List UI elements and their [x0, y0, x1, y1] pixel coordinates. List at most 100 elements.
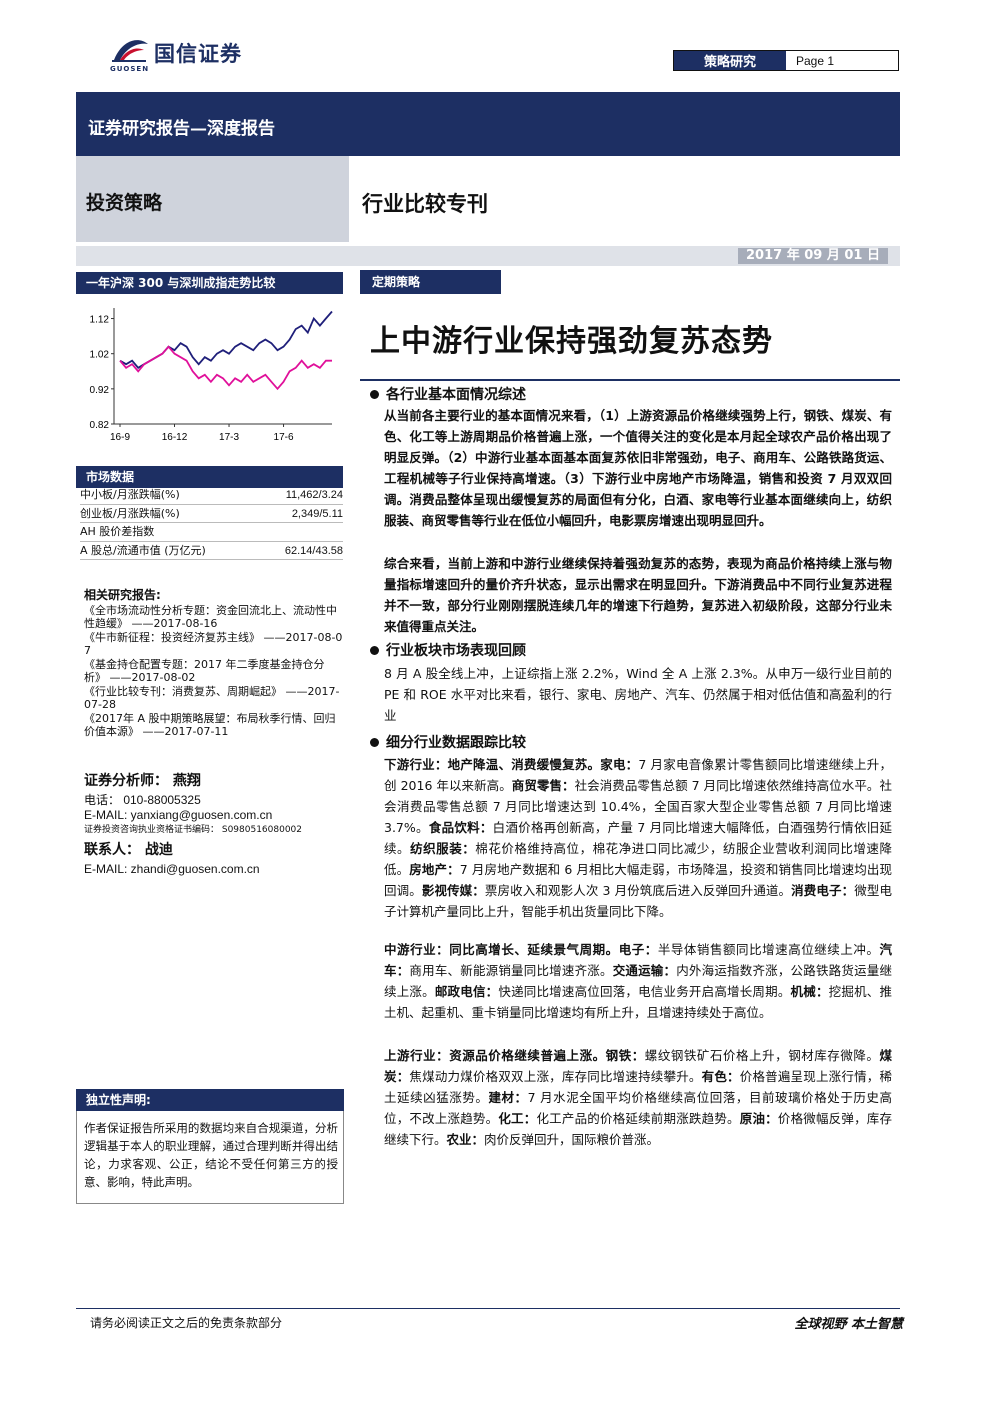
industry-key: 农业：: [446, 1132, 485, 1147]
industry-key: 邮政电信：: [434, 984, 499, 999]
section-heading-2: 行业板块市场表现回顾: [370, 640, 526, 660]
logo-text: 国信证券: [154, 41, 242, 66]
y-tick-label: 1.12: [90, 315, 110, 326]
logo-mark-icon: [112, 40, 148, 62]
x-tick-label: 17-6: [274, 432, 294, 443]
industry-key: 食品饮料：: [428, 820, 493, 835]
y-tick-label: 0.92: [90, 385, 110, 396]
bullet-icon: [370, 389, 379, 399]
category-left: 投资策略: [86, 192, 163, 214]
market-row-value: 62.14/43.58: [284, 544, 343, 557]
industry-key: 交通运输：: [612, 963, 677, 978]
analyst-name: 证券分析师： 燕翔: [84, 773, 201, 789]
industry-text: 7 月水泥全国平均价格继续高位回落，目前玻璃价格处于历史高位，不改上涨趋势。: [384, 1090, 892, 1126]
industry-key: 家电：: [600, 757, 639, 772]
bullet-icon: [370, 645, 379, 655]
section-heading-text: 细分行业数据跟踪比较: [386, 735, 526, 751]
report-date: 2017 年 09 月 01 日: [738, 248, 888, 264]
analyst-email[interactable]: E-MAIL: yanxiang@guosen.com.cn: [84, 808, 273, 822]
industry-text: 半导体销售额同比增速高位继续上冲。: [657, 942, 880, 957]
section-heading-1: 各行业基本面情况综述: [370, 384, 526, 404]
footer-disclaimer: 请务必阅读正文之后的免责条款部分: [90, 1316, 283, 1330]
industry-key: 房地产：: [409, 862, 460, 877]
footer-slogan: 全球视野 本土智慧: [794, 1317, 903, 1332]
related-report-item: 《2017年 A 股中期策略展望：布局秋季行情、回归价值本源》 ——2017-0…: [84, 711, 336, 739]
report-type-tag: 定期策略: [360, 270, 501, 294]
industry-text: 内外海运指数齐涨，公路铁路货运量继续上涨。: [384, 963, 892, 999]
market-row: A 股总/流通市值 (万亿元)62.14/43.58: [80, 542, 343, 560]
industry-text: 焦煤动力煤价格双双上涨，库存同比增速持续攀升。: [409, 1069, 702, 1084]
section-heading-text: 各行业基本面情况综述: [386, 387, 526, 403]
industry-text: 7 月家电音像累计零售额同比增速继续上升，创 2016 年以来新高。: [384, 757, 892, 793]
industry-text: 肉价反弹回升，国际粮价普涨。: [484, 1132, 660, 1147]
industry-text: 商用车、新能源销量同比增速齐涨。: [409, 963, 613, 978]
series-line-2: [119, 345, 332, 391]
chart-series-group: [119, 310, 333, 391]
banner-title: 证券研究报告—深度报告: [88, 119, 275, 139]
industry-text: 白酒价格再创新高，产量 7 月同比增速大幅降低，白酒强势行情依旧延续。: [384, 820, 892, 856]
paragraph-upstream: 上游行业：资源品价格继续普遍上涨。钢铁：螺纹钢铁矿石价格上升，钢材库存微降。煤炭…: [384, 1045, 892, 1150]
market-row-label: 中小板/月涨跌幅(%): [80, 488, 180, 501]
market-row-label: AH 股价差指数: [80, 525, 155, 538]
industry-key: 有色：: [701, 1069, 740, 1084]
related-report-item: 《全市场流动性分析专题：资金回流北上、流动性中性趋缓》 ——2017-08-16: [84, 603, 337, 631]
section-heading-text: 行业板块市场表现回顾: [386, 643, 526, 659]
industry-key: 建材：: [488, 1090, 528, 1105]
market-row-value: 2,349/5.11: [291, 507, 343, 520]
x-tick-label: 16-9: [110, 432, 130, 443]
industry-text: 快递同比增速高位回落，电信业务开启高增长周期。: [498, 984, 791, 999]
contact-email[interactable]: E-MAIL: zhandi@guosen.com.cn: [84, 862, 260, 876]
industry-text: 微型电子计算机产量同比上升，智能手机出货量同比下降。: [384, 883, 892, 919]
date-bar: 2017 年 09 月 01 日: [76, 246, 900, 266]
industry-key: 汽车：: [384, 942, 892, 978]
analyst-cert: 证券投资咨询执业资格证书编码： S0980516080002: [84, 825, 303, 835]
related-report-item: 《牛市新征程：投资经济复苏主线》 ——2017-08-07: [84, 630, 343, 658]
page-label: Page 1: [796, 53, 835, 68]
industry-text: 价格普遍呈现上涨行情，稀土延续凶猛涨势。: [384, 1069, 892, 1105]
top-tag: 策略研究 Page 1: [673, 50, 899, 71]
industry-key: 纺织服装：: [410, 841, 476, 856]
industry-key: 机械：: [790, 984, 829, 999]
market-row-label: 创业板/月涨跌幅(%): [80, 506, 180, 520]
paragraph-midstream: 中游行业：同比高增长、延续景气周期。电子：半导体销售额同比增速高位继续上冲。汽车…: [384, 939, 892, 1023]
chart-axes: [111, 308, 332, 427]
industry-text: 7 月房地产数据和 6 月相比大幅走弱，市场降温，投资和销售同比增速均出现回调。: [384, 862, 892, 898]
y-tick-label: 0.82: [90, 420, 110, 431]
x-tick-label: 16-12: [162, 432, 188, 443]
related-reports: 相关研究报告: 《全市场流动性分析专题：资金回流北上、流动性中性趋缓》 ——20…: [84, 588, 344, 739]
industry-key: 原油：: [739, 1111, 778, 1126]
industry-text: 票房收入和观影人次 3 月份筑底后进入反弹回升通道。: [484, 883, 792, 898]
section-heading-3: 细分行业数据跟踪比较: [370, 732, 526, 752]
report-title: 上中游行业保持强劲复苏态势: [370, 324, 773, 359]
related-list: 《全市场流动性分析专题：资金回流北上、流动性中性趋缓》 ——2017-08-16…: [84, 604, 344, 739]
industry-text: 棉花价格维持高位，棉花净进口同比减少，纺服企业营收利润同比增速降低。: [384, 841, 892, 877]
market-row: 中小板/月涨跌幅(%)11,462/3.24: [80, 486, 343, 505]
declaration-text: 作者保证报告所采用的数据均来自合规渠道，分析逻辑基于本人的职业理解，通过合理判断…: [84, 1121, 338, 1189]
related-title: 相关研究报告:: [84, 588, 161, 602]
paragraph-market: 8 月 A 股全线上冲，上证综指上涨 2.2%，Wind 全 A 上涨 2.3%…: [384, 666, 892, 723]
industry-text: 挖掘机、推土机、起重机、重卡销量同比增速均有所上升，且增速持续处于高位。: [384, 984, 892, 1020]
paragraph-summary-1: 从当前各主要行业的基本面情况来看，（1）上游资源品价格继续强势上行，钢铁、煤炭、…: [384, 408, 892, 528]
industry-text: 社会消费品零售总额 7 月同比增速依然维持高位水平。社会消费品零售总额 7 月同…: [384, 778, 892, 835]
y-tick-label: 1.02: [90, 350, 110, 361]
category-row: 投资策略 行业比较专刊: [76, 156, 900, 242]
market-heading: 市场数据: [76, 466, 343, 488]
industry-key: 商贸零售：: [511, 778, 575, 793]
industry-key: 影视传媒：: [421, 883, 485, 898]
section-tag: 策略研究: [674, 51, 786, 70]
category-left-panel: 投资策略: [76, 156, 349, 242]
contact-name: 联系人： 战迪: [84, 842, 173, 858]
industry-text: 化工产品的价格延续前期涨跌趋势。: [536, 1111, 740, 1126]
related-report-item: 《基金持仓配置专题：2017 年二季度基金持仓分析》 ——2017-08-02: [84, 657, 325, 685]
industry-key: 化工：: [498, 1111, 537, 1126]
industry-key: 钢铁：: [605, 1048, 645, 1063]
guosen-logo: 国信证券 GUOSEN: [108, 30, 258, 76]
bullet-icon: [370, 737, 379, 747]
logo-sub: GUOSEN: [110, 65, 150, 73]
report-banner: 证券研究报告—深度报告: [76, 92, 900, 156]
paragraph-downstream: 下游行业：地产降温、消费缓慢复苏。家电：7 月家电音像累计零售额同比增速继续上升…: [384, 754, 892, 922]
industry-key: 煤炭：: [384, 1048, 892, 1084]
footer-rule: [76, 1308, 900, 1309]
